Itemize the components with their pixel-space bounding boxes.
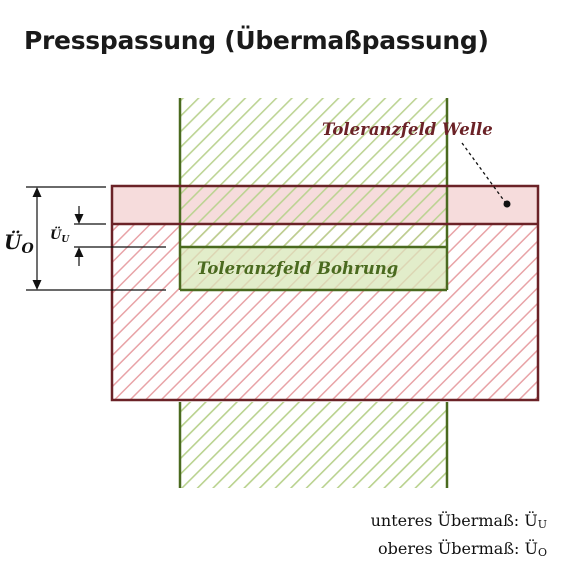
bore-lower-section [178,402,449,488]
page-title: Presspassung (Übermaßpassung) [24,26,489,55]
bore-tolerance-field [180,247,447,290]
shaft-label-leader-dot [503,200,511,208]
legend-upper-sub: O [537,546,547,559]
legend-upper-text: oberes Übermaß: [378,539,525,558]
shaft-outline [110,184,540,402]
bore-upper-section [178,98,449,292]
legend-lower-text: unteres Übermaß: [370,511,525,530]
legend-upper-interference: oberes Übermaß: ÜO [378,539,547,559]
bore-tolerance-label: Toleranzfeld Bohrung [197,259,398,278]
legend-lower-symbol: Ü [524,511,538,530]
legend-lower-sub: U [537,518,547,531]
shaft-label-leader [461,142,506,203]
lower-interference-dimension [74,206,166,266]
shaft-tolerance-label: Toleranzfeld Welle [322,120,493,139]
upper-interference-dimension [26,186,166,291]
legend-lower-interference: unteres Übermaß: ÜU [371,511,547,531]
lower-interference-label: ÜU [50,226,70,245]
upper-interference-label: ÜO [4,229,34,257]
legend-upper-symbol: Ü [524,539,538,558]
